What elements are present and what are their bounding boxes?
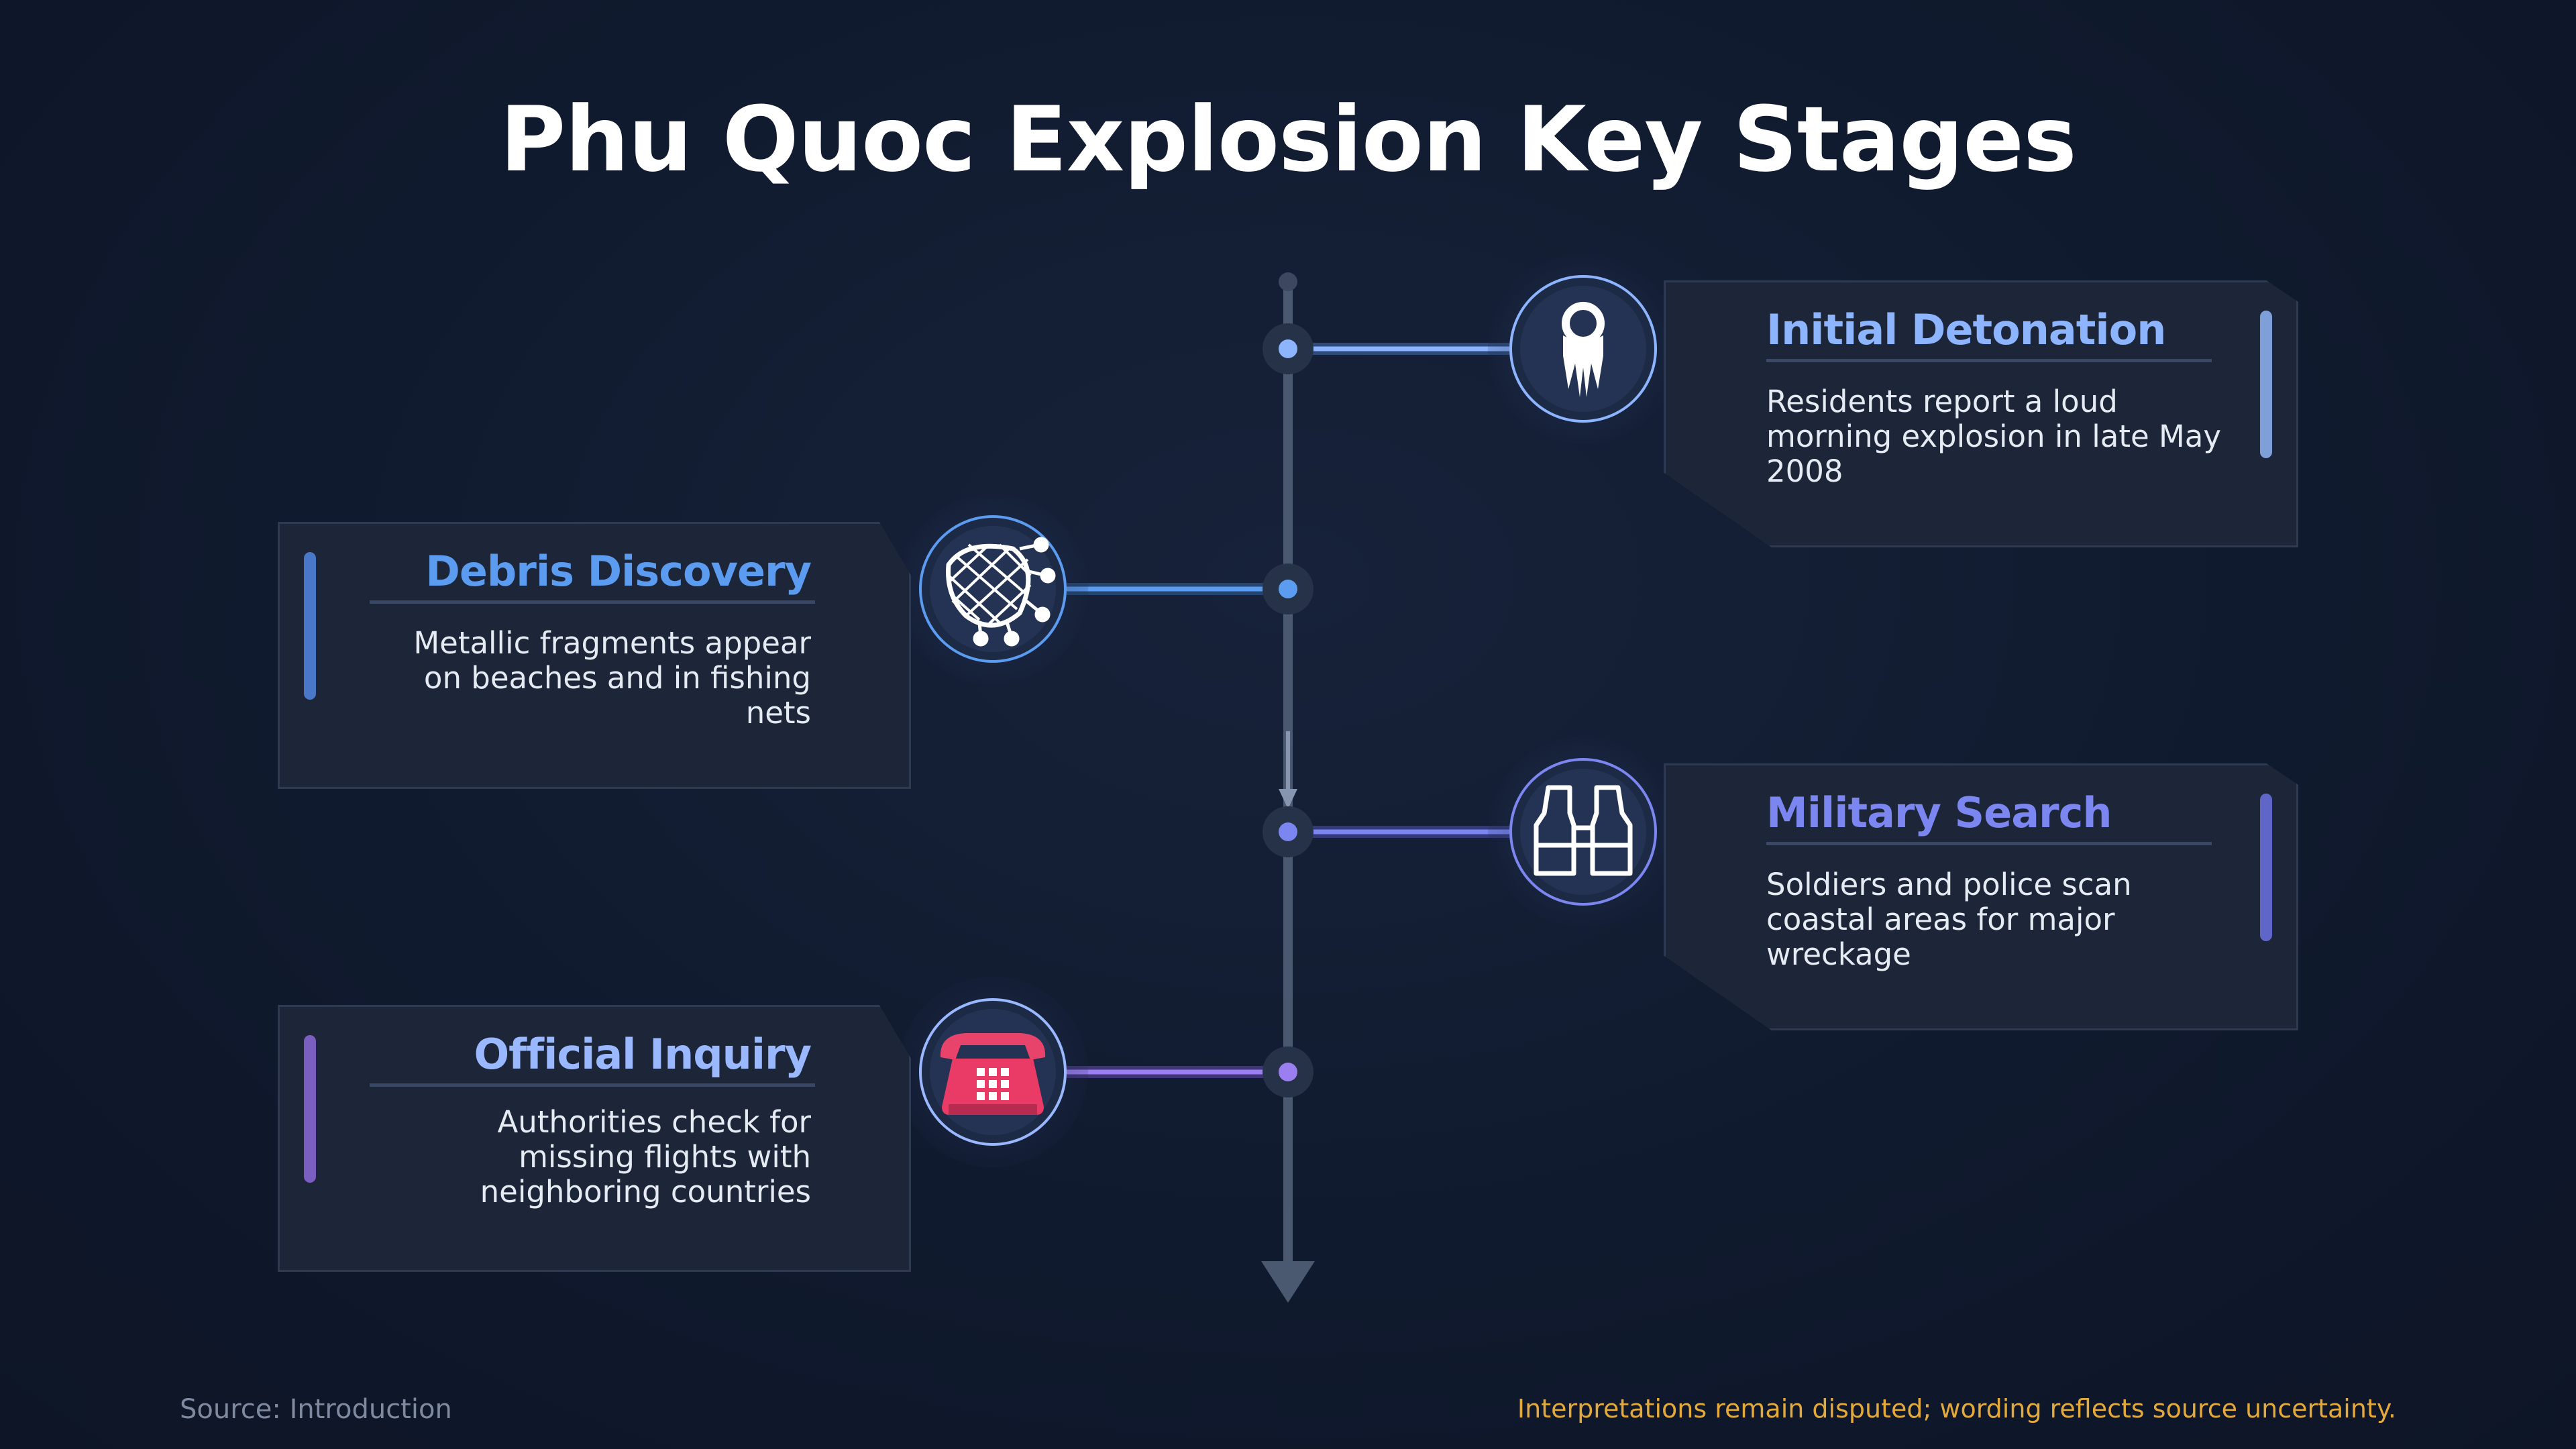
stage-heading: Official Inquiry — [474, 1030, 812, 1079]
accent-bar — [304, 552, 316, 700]
rocket-explosion-icon — [1488, 254, 1678, 444]
connector-debris-discovery — [1067, 564, 1313, 614]
heading-divider — [370, 600, 815, 604]
accent-bar — [2260, 311, 2272, 458]
stage-card-debris-discovery: Debris Discovery Metallic fragments appe… — [278, 522, 911, 789]
connector-official-inquiry — [1067, 1046, 1313, 1097]
stage-description: Authorities check for missing flights wi… — [480, 1104, 811, 1210]
binoculars-icon — [1488, 737, 1678, 927]
connector-military-search — [1263, 806, 1509, 857]
heading-divider — [1766, 842, 2212, 845]
source-note: Source: Introduction — [180, 1394, 452, 1425]
disclaimer-note: Interpretations remain disputed; wording… — [1517, 1394, 2396, 1424]
stage-card-initial-detonation: Initial Detonation Residents report a lo… — [1664, 280, 2298, 547]
stage-heading: Military Search — [1766, 788, 2112, 837]
stage-description: Residents report a loud morning explosio… — [1766, 384, 2221, 489]
stage-card-official-inquiry: Official Inquiry Authorities check for m… — [278, 1005, 911, 1272]
stage-heading: Initial Detonation — [1766, 305, 2166, 354]
heading-divider — [1766, 359, 2212, 362]
accent-bar — [2260, 794, 2272, 941]
stage-heading: Debris Discovery — [425, 547, 812, 596]
timeline-spine — [1261, 272, 1315, 1303]
page-title: Phu Quoc Explosion Key Stages — [500, 87, 2077, 192]
heading-divider — [370, 1083, 815, 1087]
fishing-net-icon — [898, 494, 1088, 684]
telephone-icon — [898, 977, 1088, 1167]
stage-card-military-search: Military Search Soldiers and police scan… — [1664, 763, 2298, 1030]
accent-bar — [304, 1035, 316, 1183]
stage-description: Soldiers and police scan coastal areas f… — [1766, 867, 2132, 972]
stage-description: Metallic fragments appear on beaches and… — [413, 625, 811, 731]
connector-initial-detonation — [1263, 323, 1509, 374]
